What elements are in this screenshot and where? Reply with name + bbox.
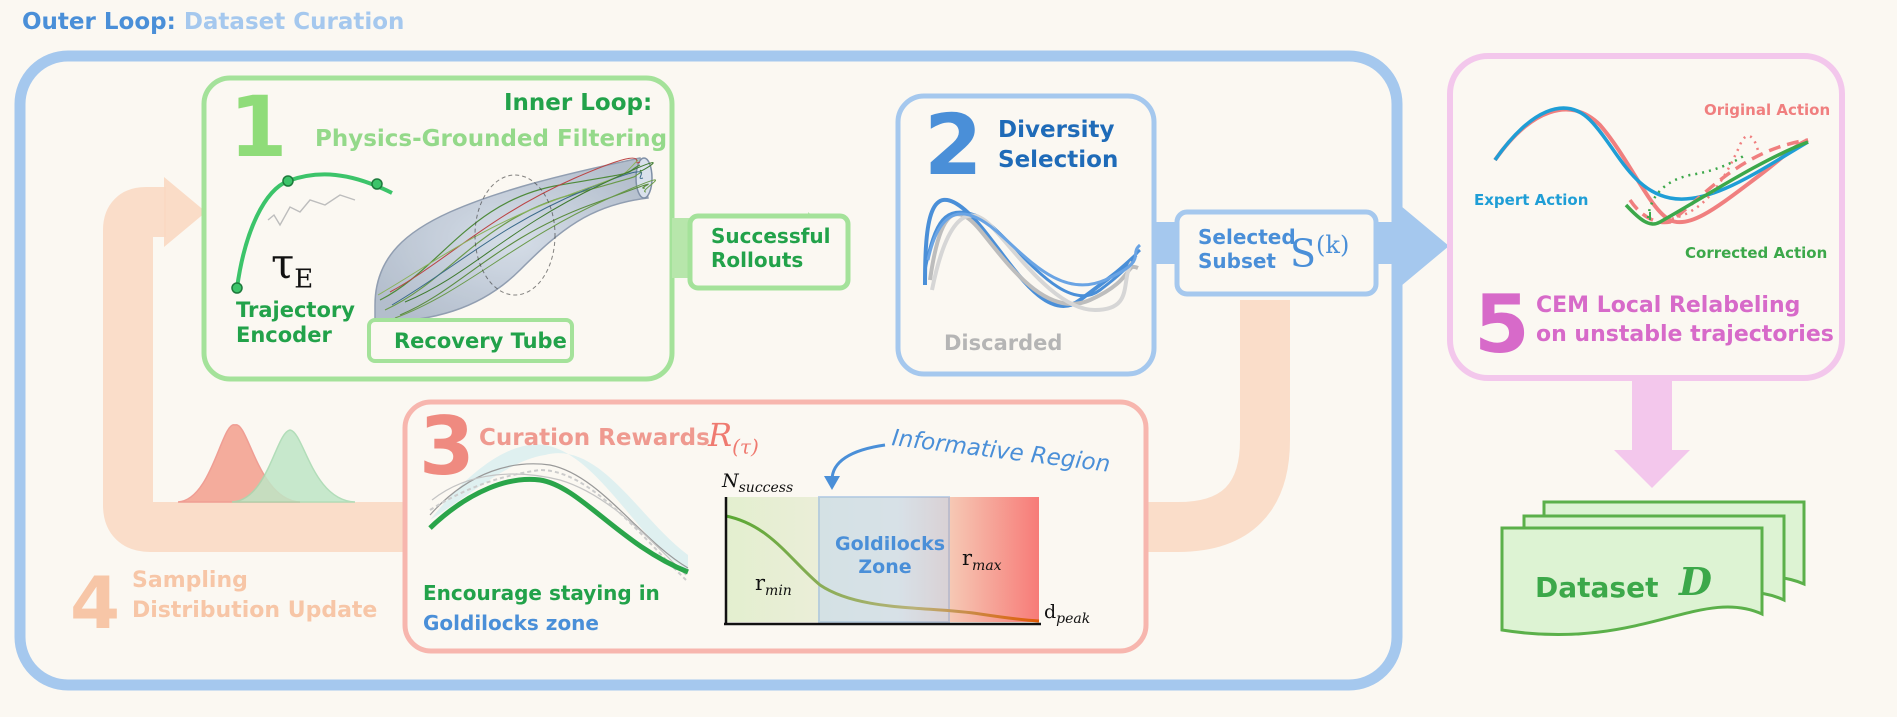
distribution-icon [177, 424, 356, 503]
goldilocks-chart [724, 496, 1041, 626]
original-action-label: Original Action [1704, 101, 1831, 119]
step1-number: 1 [229, 78, 288, 176]
goldilocks-zone-label: Goldilocks Zone [835, 533, 946, 578]
step1-title-line2: Physics-Grounded Filtering [315, 126, 668, 152]
selected-subset-label: Selected Subset [1198, 225, 1296, 273]
goldilocks-zone [818, 496, 950, 623]
step5-title: CEM Local Relabeling on unstable traject… [1536, 293, 1834, 348]
informative-arrow [830, 443, 886, 481]
corrected-action-label: Corrected Action [1685, 244, 1828, 262]
sampling-loop-arrowhead [164, 177, 206, 247]
step3-title: Curation Rewards [479, 425, 710, 451]
step2-title: Diversity Selection [998, 117, 1119, 173]
dataset-arrow [1614, 450, 1690, 488]
selected-subset-arrow [1401, 206, 1449, 286]
step2-number: 2 [924, 96, 983, 194]
trajectory-encoder-label: Trajectory Encoder [236, 298, 355, 348]
dataset-label: Dataset [1535, 571, 1659, 604]
relabeling-plot [1493, 106, 1809, 226]
recovery-tube-illustration [374, 157, 656, 323]
successful-rollouts-label: Successful Rollouts [711, 224, 831, 272]
r-min-label: rmin [755, 571, 792, 600]
outer-loop-title: Outer Loop: Dataset Curation [22, 9, 405, 35]
reward-symbol: R(τ) [708, 416, 759, 459]
recovery-tube-label: Recovery Tube [394, 329, 567, 353]
step1-title-line1: Inner Loop: [504, 90, 653, 116]
tau-e-symbol: τE [271, 239, 314, 295]
recovery-tube-box [367, 318, 574, 363]
dataset-stack [1500, 500, 1806, 637]
step3-number: 3 [419, 400, 475, 493]
r-max-label: rmax [962, 546, 1002, 575]
y-axis-label: Nsuccess [722, 470, 794, 496]
diversity-curves [923, 197, 1142, 313]
subset-symbol: S(k) [1290, 231, 1350, 276]
x-axis-label: dpeak [1044, 601, 1091, 627]
dataset-symbol: D [1679, 559, 1712, 604]
successful-rollouts-box [687, 213, 851, 291]
expert-action-label: Expert Action [1474, 191, 1589, 209]
step4-title: Sampling Distribution Update [132, 568, 378, 623]
selected-subset-box [1174, 209, 1379, 297]
step5-number: 5 [1474, 278, 1530, 371]
sampling-loop-arrow [103, 187, 1290, 552]
step4-number: 4 [70, 561, 121, 645]
encourage-label: Encourage staying in Goldilocks zone [423, 581, 660, 635]
outer-loop-box [14, 50, 1403, 691]
discarded-label: Discarded [944, 331, 1063, 355]
encourage-curve [428, 444, 689, 581]
